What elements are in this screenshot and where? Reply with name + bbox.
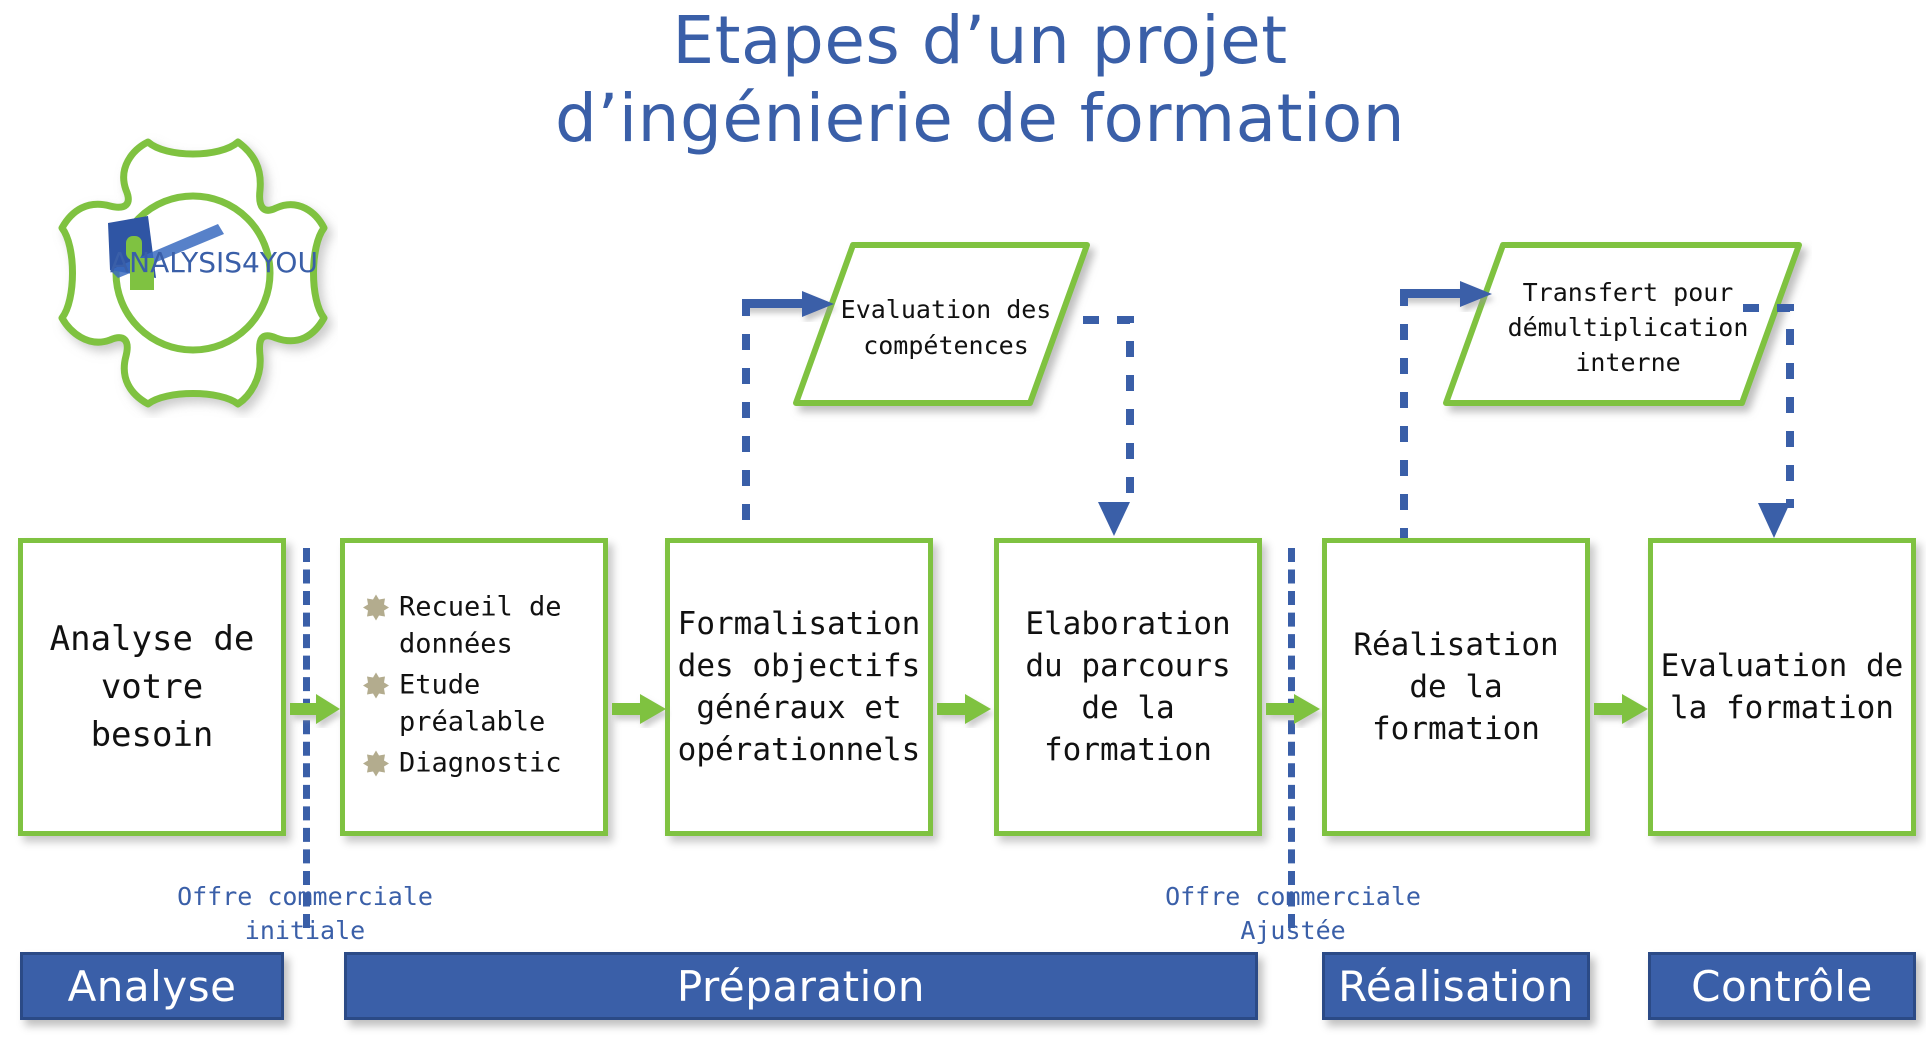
logo-mark-icon [108,216,224,290]
dotted-connector-realisation-to-transfert [1394,290,1414,545]
evaluation-competences-label: Evaluation des compétences [840,294,1052,360]
phase-bar-analyse[interactable]: Analyse [20,952,284,1020]
transfert-demultiplication-shape: Transfert pour démultiplication interne [1440,240,1802,415]
process-box-evaluation-formation[interactable]: Evaluation de la formation [1648,538,1916,836]
arrow-right-green-4 [1266,690,1326,728]
phase-separator-analyse-preparation [303,548,310,928]
process-box-elaboration-parcours-label: Elaboration du parcours de la formation [1025,606,1231,768]
evaluation-competences-shape: Evaluation des compétences [790,240,1090,415]
analysis4you-logo: ANALYSIS4YOU [48,128,338,418]
process-box-bullet-list: Recueil de données Etude préalable Diagn… [363,589,595,786]
dotted-connector-evaluation-to-elaboration [1080,312,1140,544]
offre-commerciale-initiale-caption: Offre commerciale initiale [177,882,433,945]
page-title: Etapes d’un projet d’ingénierie de forma… [554,2,1406,157]
phase-bar-controle[interactable]: Contrôle [1648,952,1916,1020]
arrow-right-green-2 [612,690,672,728]
dotted-connector-transfert-to-evaluation-formation [1740,300,1800,546]
process-box-formalisation-objectifs-label: Formalisation des objectifs généraux et … [677,606,921,768]
list-item-label: Recueil de données [399,591,562,660]
arrow-right-green-3 [937,690,997,728]
list-item: Recueil de données [363,589,595,663]
flower-bullet-icon [363,594,389,625]
process-box-analyse-besoin-label: Analyse de votre besoin [49,619,255,755]
list-item: Etude préalable [363,667,595,741]
phase-bar-preparation[interactable]: Préparation [344,952,1258,1020]
transfert-demultiplication-label: Transfert pour démultiplication interne [1507,278,1749,377]
process-box-realisation-formation[interactable]: Réalisation de la formation [1322,538,1590,836]
process-box-evaluation-formation-label: Evaluation de la formation [1660,648,1904,726]
list-item-label: Diagnostic [399,747,562,779]
logo-flower-icon [58,138,328,408]
arrow-right-green-5 [1594,690,1654,728]
process-box-realisation-formation-label: Réalisation de la formation [1353,627,1559,747]
process-box-recueil-etude-diagnostic[interactable]: Recueil de données Etude préalable Diagn… [340,538,608,836]
arrow-right-blue-to-transfert [1400,278,1500,312]
logo-text: ANALYSIS4YOU [110,246,318,279]
phase-separator-preparation-realisation [1288,548,1295,928]
offre-commerciale-ajustee-caption: Offre commerciale Ajustée [1165,882,1421,945]
dotted-connector-formalisation-to-evaluation [736,300,756,545]
process-box-analyse-besoin[interactable]: Analyse de votre besoin [18,538,286,836]
process-box-elaboration-parcours[interactable]: Elaboration du parcours de la formation [994,538,1262,836]
phase-bar-realisation[interactable]: Réalisation [1322,952,1590,1020]
arrow-right-blue-to-evaluation [742,288,842,322]
list-item-label: Etude préalable [399,669,546,738]
list-item: Diagnostic [363,745,595,782]
flower-bullet-icon [363,672,389,703]
arrow-right-green-1 [290,690,346,728]
process-box-formalisation-objectifs[interactable]: Formalisation des objectifs généraux et … [665,538,933,836]
flower-bullet-icon [363,750,389,781]
